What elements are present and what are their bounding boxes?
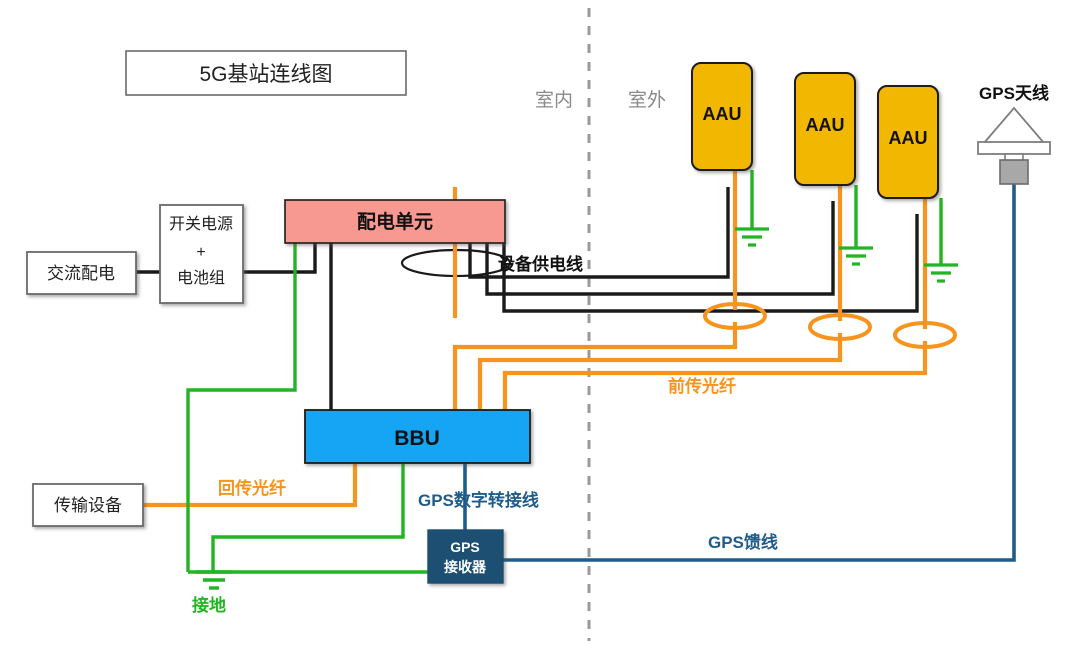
fronthaul-fiber-group <box>143 170 928 508</box>
node-label-psu-line1: 开关电源 <box>169 215 233 233</box>
cable-fiber-bbu-aau1 <box>452 322 738 410</box>
ground-symbol-main <box>196 570 232 590</box>
node-label-pdu: 配电单元 <box>357 210 433 233</box>
node-aau-1[interactable] <box>691 62 753 171</box>
node-label-gps-antenna: GPS天线 <box>979 83 1049 103</box>
antenna-mount-block <box>999 159 1029 185</box>
diagram-title-box: 5G基站连线图 <box>125 50 407 96</box>
node-label-gps-receiver-line2: 接收器 <box>444 559 487 575</box>
node-bbu[interactable] <box>304 409 531 464</box>
cable-label-backhaul-fiber: 回传光纤 <box>218 478 286 498</box>
zone-label-indoor: 室内 <box>535 89 573 111</box>
node-aau-3[interactable] <box>877 85 939 199</box>
ground-symbol-aau2 <box>839 246 873 266</box>
ground-wire-pdu <box>186 243 297 572</box>
ground-wire-bbu <box>211 463 405 572</box>
node-ac-power[interactable] <box>26 251 137 295</box>
cable-fiber-bbu-aau3 <box>502 341 928 410</box>
node-label-bbu: BBU <box>394 427 440 450</box>
zone-label-outdoor: 室外 <box>628 89 666 111</box>
node-transport[interactable] <box>32 483 144 527</box>
node-label-psu-line3: 电池组 <box>177 269 225 287</box>
cable-psu-to-pdu <box>243 243 317 274</box>
gps-antenna-icon <box>977 106 1051 185</box>
diagram-title-label: 5G基站连线图 <box>199 63 332 86</box>
node-label-ac-power: 交流配电 <box>47 264 115 283</box>
cable-label-grounding: 接地 <box>192 595 226 615</box>
cable-gps-feeder <box>503 160 1016 562</box>
ground-symbol-aau1 <box>735 227 769 247</box>
node-gps-receiver[interactable] <box>427 529 504 584</box>
cable-coil-icon-fiber-2 <box>808 313 872 341</box>
ground-symbol-aau3 <box>924 263 958 283</box>
node-label-aau-2: AAU <box>806 115 845 135</box>
cable-label-device-power: 设备供电线 <box>498 254 583 274</box>
power-cable-group <box>136 187 919 410</box>
node-label-gps-receiver-line1: GPS <box>450 539 480 555</box>
node-label-aau-3: AAU <box>889 128 928 148</box>
node-psu-battery[interactable] <box>159 204 244 304</box>
node-label-psu-line2: + <box>196 244 205 261</box>
node-pdu[interactable] <box>284 199 506 244</box>
cable-coil-icon-fiber-1 <box>703 302 767 330</box>
gps-cable-group <box>463 160 1016 562</box>
cable-coil-icon-fiber-3 <box>893 321 957 349</box>
node-label-transport: 传输设备 <box>54 496 122 515</box>
cable-backhaul-fiber <box>143 463 358 508</box>
cable-pdu-to-aau1 <box>468 187 730 279</box>
cable-label-gps-digital-adapter: GPS数字转接线 <box>418 490 539 510</box>
cable-label-fronthaul-fiber: 前传光纤 <box>668 376 736 396</box>
cable-fiber-bbu-aau2 <box>477 333 843 410</box>
cable-pdu-to-aau2 <box>485 201 835 296</box>
node-aau-2[interactable] <box>794 72 856 186</box>
cable-label-gps-feeder: GPS馈线 <box>708 532 778 552</box>
node-label-aau-1: AAU <box>703 104 742 124</box>
